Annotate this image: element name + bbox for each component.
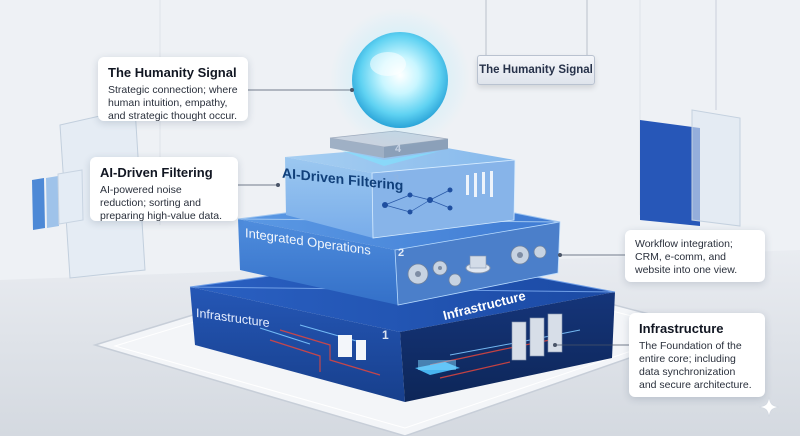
- callout-body: Workflow integration; CRM, e-comm, and w…: [635, 238, 738, 276]
- callout-title: AI-Driven Filtering: [100, 165, 213, 180]
- tier-number-4: 4: [395, 143, 402, 155]
- sign-text: The Humanity Signal: [479, 64, 593, 76]
- humanity-signal-sign: The Humanity Signal: [477, 55, 595, 85]
- ai-filtering-callout: AI-Driven Filtering AI-powered noise red…: [90, 157, 238, 222]
- tier-number-1: 1: [382, 328, 389, 342]
- callout-title: The Humanity Signal: [108, 65, 237, 80]
- workflow-callout: Workflow integration; CRM, e-comm, and w…: [625, 230, 765, 282]
- sparkle-icon: [758, 396, 780, 418]
- humanity-signal-callout: The Humanity Signal Strategic connection…: [98, 57, 248, 122]
- tier-number-2: 2: [398, 247, 405, 259]
- humanity-orb: [352, 32, 448, 128]
- callout-body: AI-powered noise reduction; sorting and …: [100, 184, 223, 222]
- infra-left-face: [190, 287, 405, 402]
- infrastructure-callout: Infrastructure The Foundation of the ent…: [629, 313, 765, 397]
- callout-body: The Foundation of the entire core; inclu…: [639, 340, 752, 391]
- tier-number-3: 3: [393, 173, 400, 185]
- callout-title: Infrastructure: [639, 321, 724, 336]
- callout-body: Strategic connection; where human intuit…: [108, 84, 238, 122]
